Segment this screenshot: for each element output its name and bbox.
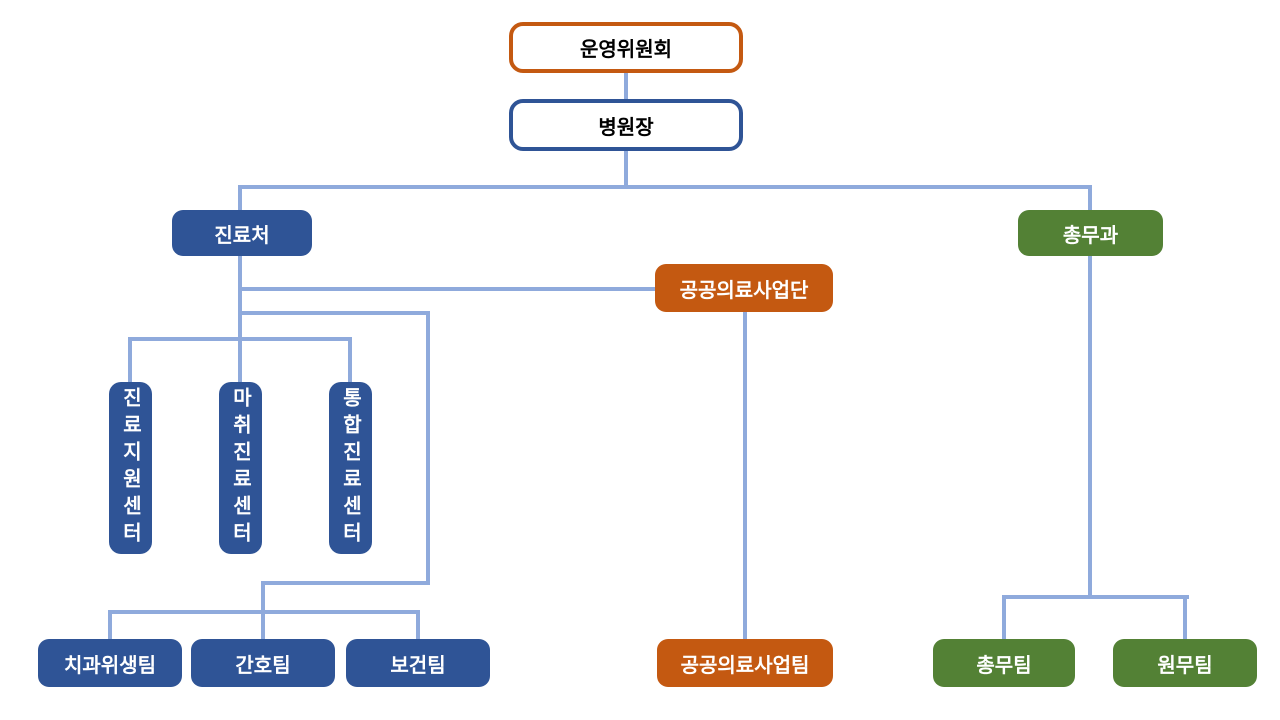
node-label-admin-affairs-team: 원무팀: [1157, 654, 1213, 677]
node-label-anesthesia-care-center: 마취진료센터: [229, 387, 251, 549]
connector-teams-branch-v2: [261, 581, 265, 614]
node-hospital-director: 병원장: [509, 99, 743, 151]
node-label-public-health-team: 보건팀: [390, 654, 446, 677]
connector-teams-branch-h2: [261, 581, 430, 585]
connector-drop-chongmu-team: [1002, 595, 1006, 640]
node-nursing-team: 간호팀: [191, 639, 335, 687]
connector-director-to-splitter: [624, 151, 628, 189]
connector-drop-dental-team: [108, 610, 112, 640]
connector-drop-center-3: [348, 337, 352, 383]
node-public-health-team: 보건팀: [346, 639, 490, 687]
connector-drop-wonmu-team: [1183, 595, 1187, 640]
connector-main-splitter: [238, 185, 1092, 189]
node-anesthesia-care-center: 마취진료센터: [219, 382, 262, 554]
node-care-support-center: 진료지원센터: [109, 382, 152, 554]
node-admin-affairs-team: 원무팀: [1113, 639, 1257, 687]
node-dental-hygiene-team: 치과위생팀: [38, 639, 182, 687]
connector-general-affairs-drop: [1088, 185, 1092, 599]
node-label-hospital-director: 병원장: [598, 116, 654, 139]
node-public-medical-team: 공공의료사업팀: [657, 639, 833, 687]
node-label-medical-office: 진료처: [214, 224, 270, 247]
connector-steering-to-director: [624, 73, 628, 101]
connector-to-public-division: [238, 287, 657, 291]
node-label-general-affairs-division: 총무과: [1062, 224, 1119, 247]
node-public-medical-division: 공공의료사업단: [655, 264, 833, 312]
node-label-general-affairs-team: 총무팀: [976, 654, 1032, 677]
connector-drop-center-2: [238, 337, 242, 383]
node-label-nursing-team: 간호팀: [235, 654, 291, 677]
node-steering-committee: 운영위원회: [509, 22, 743, 73]
node-label-care-support-center: 진료지원센터: [119, 387, 141, 549]
node-label-dental-hygiene-team: 치과위생팀: [64, 654, 156, 677]
connector-medical-office-drop: [238, 185, 242, 341]
connector-right-splitter: [1002, 595, 1189, 599]
connector-teams-branch-h1: [238, 311, 430, 315]
connector-teams-branch-v1: [426, 311, 430, 585]
node-label-steering-committee: 운영위원회: [580, 39, 672, 61]
connector-drop-center-1: [128, 337, 132, 383]
node-label-integrated-care-center: 통합진료센터: [339, 387, 361, 549]
node-integrated-care-center: 통합진료센터: [329, 382, 372, 554]
connector-drop-nursing-team: [261, 610, 265, 640]
node-medical-office: 진료처: [172, 210, 312, 256]
node-general-affairs-division: 총무과: [1018, 210, 1163, 256]
connector-division-to-team: [743, 312, 747, 640]
connector-drop-health-team: [416, 610, 420, 640]
node-label-public-medical-division: 공공의료사업단: [679, 279, 809, 302]
node-label-public-medical-team: 공공의료사업팀: [680, 654, 810, 677]
node-general-affairs-team: 총무팀: [933, 639, 1075, 687]
